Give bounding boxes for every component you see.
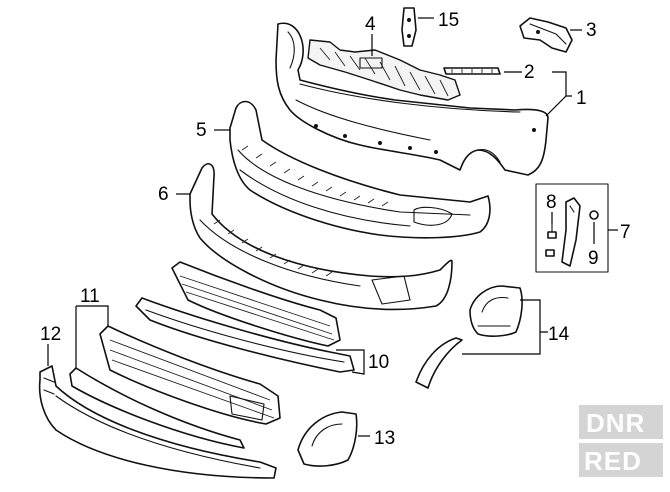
callout-14: 14 bbox=[548, 324, 570, 345]
part-13-fog-bezel bbox=[297, 411, 358, 467]
callout-15: 15 bbox=[438, 10, 459, 31]
callout-1: 1 bbox=[576, 88, 587, 109]
part-5-upper-fascia bbox=[229, 100, 491, 239]
watermark-line-2: RED bbox=[584, 446, 642, 476]
callout-10: 10 bbox=[368, 352, 389, 373]
callout-9: 9 bbox=[588, 248, 599, 269]
callout-labels: 1 2 3 4 5 6 7 8 9 10 11 12 13 14 15 bbox=[40, 10, 631, 449]
part-14-fog-bezel bbox=[415, 285, 523, 389]
callout-leaders bbox=[47, 17, 618, 437]
callout-13: 13 bbox=[374, 428, 395, 449]
callout-7: 7 bbox=[620, 222, 631, 243]
part-4-energy-absorber bbox=[307, 39, 461, 101]
part-2-strip bbox=[443, 67, 501, 75]
part-1-bumper-cover bbox=[275, 22, 549, 176]
part-11-lower-grille bbox=[69, 325, 281, 449]
callout-5: 5 bbox=[196, 120, 207, 141]
callout-4: 4 bbox=[365, 14, 376, 35]
part-3-bracket bbox=[519, 17, 573, 53]
callout-3: 3 bbox=[586, 20, 597, 41]
part-15-bracket bbox=[401, 7, 417, 47]
callout-2: 2 bbox=[524, 62, 535, 83]
watermark-logo: DNR RED bbox=[577, 403, 665, 479]
part-6-lower-fascia bbox=[189, 163, 453, 311]
callout-8: 8 bbox=[546, 192, 557, 213]
watermark-line-1: DNR bbox=[586, 408, 645, 438]
callout-11: 11 bbox=[80, 286, 100, 307]
part-7-group bbox=[535, 183, 609, 273]
callout-6: 6 bbox=[158, 184, 169, 205]
callout-12: 12 bbox=[40, 324, 61, 345]
part-10-grille bbox=[135, 261, 355, 373]
part-12-valance bbox=[38, 365, 277, 479]
